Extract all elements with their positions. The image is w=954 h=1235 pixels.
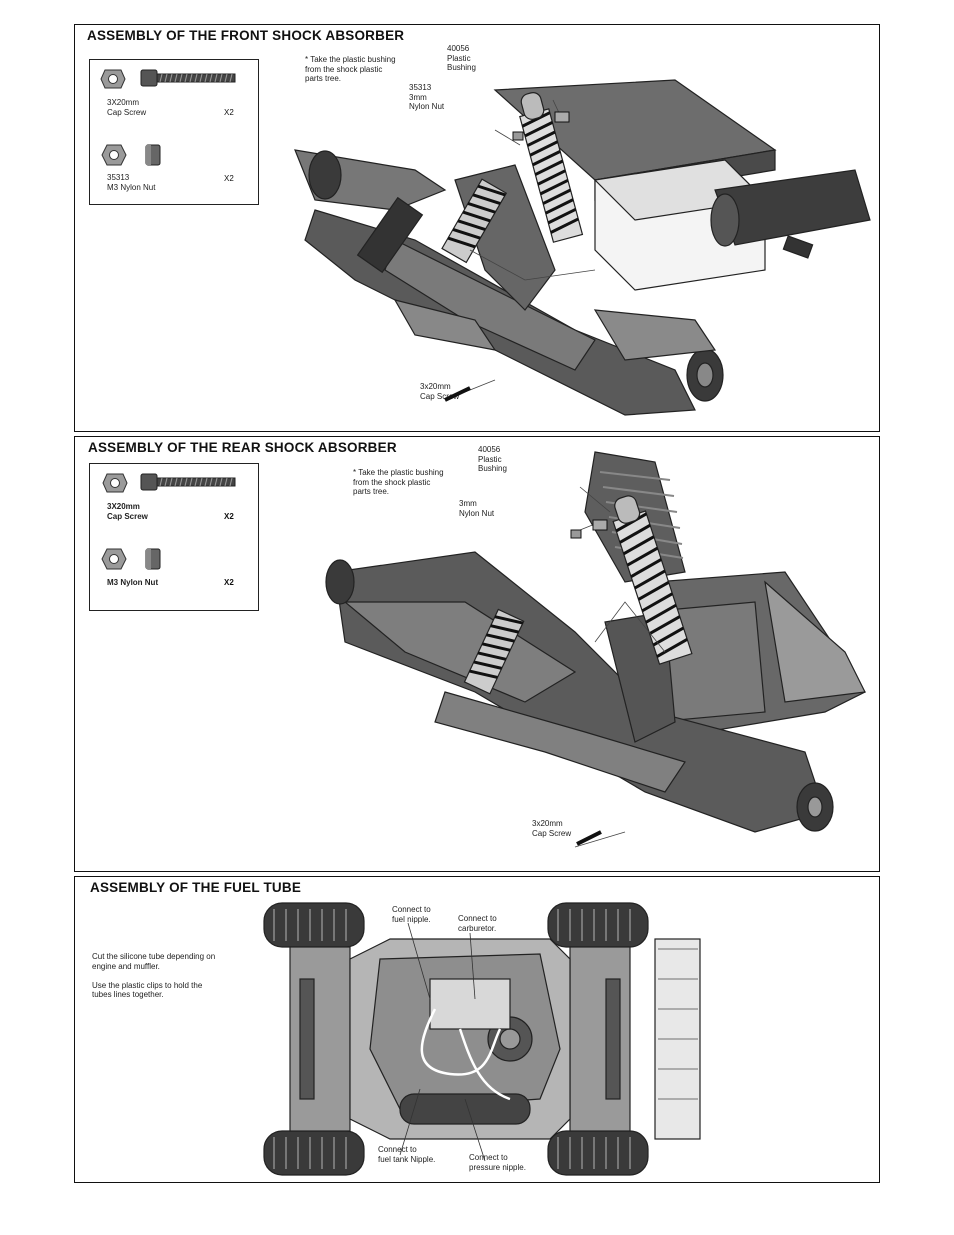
rear-shock-panel: ASSEMBLY OF THE REAR SHOCK ABSORBER 3X20… — [74, 436, 880, 872]
rear-nylon-nut-icon — [101, 548, 161, 570]
front-chassis-illustration — [294, 79, 871, 416]
tank-nipple-callout: Connect to fuel tank Nipple. — [378, 1145, 436, 1164]
front-cap-screw-icon — [140, 69, 236, 87]
rear-part-screw-label: 3X20mm Cap Screw — [107, 502, 148, 521]
front-part-screw-label: 3X20mm Cap Screw — [107, 98, 147, 117]
front-bushing-callout: 40056 Plastic Bushing — [447, 44, 476, 72]
front-part-screw-qty: X2 — [224, 108, 234, 117]
front-part-nut-label: 35313 M3 Nylon Nut — [107, 173, 156, 192]
front-section-title: ASSEMBLY OF THE FRONT SHOCK ABSORBER — [87, 28, 411, 43]
fuel-section-title: ASSEMBLY OF THE FUEL TUBE — [90, 880, 308, 895]
front-nut-callout: 35313 3mm Nylon Nut — [409, 83, 445, 111]
front-note-callout: * Take the plastic bushing from the shoc… — [305, 55, 396, 83]
fuel-chassis-top-view — [263, 902, 701, 1176]
rear-washer-icon — [102, 473, 128, 493]
rear-part-screw-qty: X2 — [224, 512, 234, 521]
rear-screw-callout: 3x20mm Cap Screw — [532, 819, 572, 838]
rear-bushing-callout: 40056 Plastic Bushing — [478, 445, 507, 473]
front-parts-box: 3X20mm Cap Screw X2 35313 M3 Nylon Nut X… — [89, 59, 259, 205]
carburetor-callout: Connect to carburetor. — [458, 914, 497, 933]
front-washer-icon — [100, 69, 126, 89]
rear-part-nut-qty: X2 — [224, 578, 234, 587]
rear-section-title: ASSEMBLY OF THE REAR SHOCK ABSORBER — [88, 440, 403, 455]
front-screw-callout: 3x20mm Cap Screw — [420, 382, 460, 401]
front-nylon-nut-icon — [101, 144, 161, 166]
front-shock-panel: ASSEMBLY OF THE FRONT SHOCK ABSORBER 3X2… — [74, 24, 880, 432]
rear-chassis-illustration — [325, 451, 866, 848]
rear-parts-box: 3X20mm Cap Screw X2 M3 Nylon Nut X2 — [89, 463, 259, 611]
rear-cap-screw-icon — [140, 473, 236, 491]
fuel-nipple-callout: Connect to fuel nipple. — [392, 905, 431, 924]
fuel-tube-panel: ASSEMBLY OF THE FUEL TUBE Cut the silico… — [74, 876, 880, 1183]
rear-nut-callout: 3mm Nylon Nut — [459, 499, 495, 518]
rear-part-nut-label: M3 Nylon Nut — [107, 578, 159, 587]
rear-note-callout: * Take the plastic bushing from the shoc… — [353, 468, 444, 496]
fuel-instructions: Cut the silicone tube depending on engin… — [92, 952, 216, 999]
front-part-nut-qty: X2 — [224, 174, 234, 183]
